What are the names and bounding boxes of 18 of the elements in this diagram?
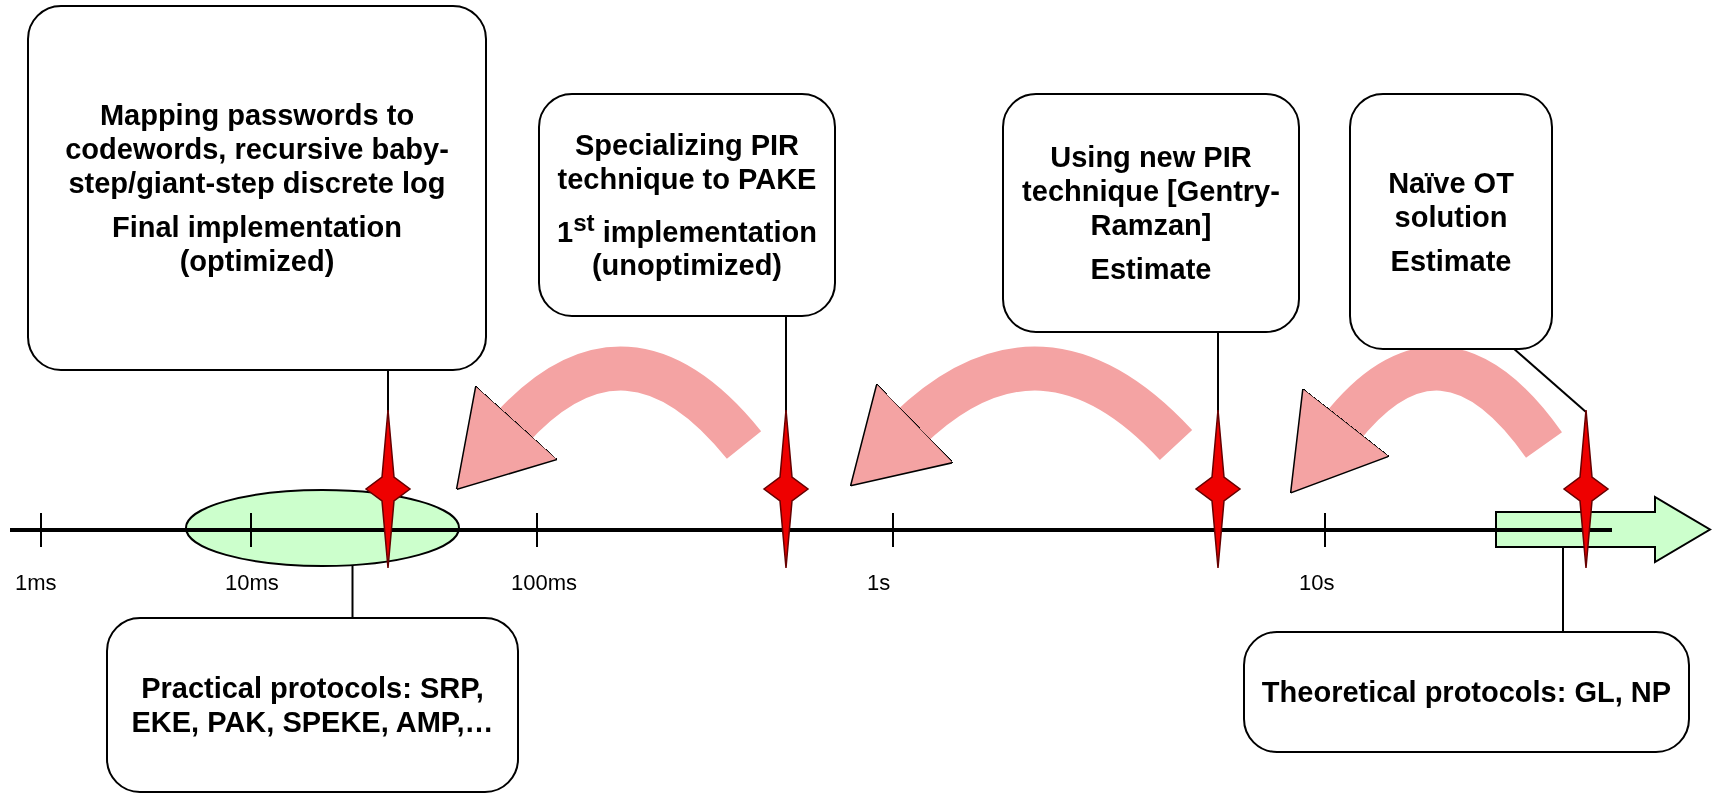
tick-label: 10ms	[225, 570, 279, 596]
star-marker	[364, 409, 412, 569]
tick-label: 100ms	[511, 570, 578, 596]
tick-label: 10s	[1299, 570, 1335, 596]
tick-label: 1ms	[15, 570, 57, 596]
star-marker	[1194, 409, 1242, 569]
star-marker	[762, 409, 810, 569]
curved-arrow	[847, 346, 1192, 484]
star-marker	[1562, 409, 1610, 569]
tick-label: 1s	[867, 570, 891, 596]
range-ellipse	[185, 489, 460, 567]
callout-box: Naïve OT solution Estimate	[1349, 93, 1553, 350]
range-band	[1495, 495, 1712, 564]
callout-box: Using new PIR technique [Gentry-Ramzan] Estimate	[1002, 93, 1300, 333]
callout-box: Specializing PIR technique to PAKE 1$^{st}$ implementation (unoptimized)	[538, 93, 836, 317]
callout-box: Mapping passwords to codewords, recursive baby-step/giant-step discrete log Final implementation (optimized)	[27, 5, 487, 371]
callout-box: Theoretical protocols: GL, NP	[1243, 631, 1690, 753]
callout-box: Practical protocols: SRP, EKE, PAK, SPEKE, AMP,…	[106, 617, 519, 793]
